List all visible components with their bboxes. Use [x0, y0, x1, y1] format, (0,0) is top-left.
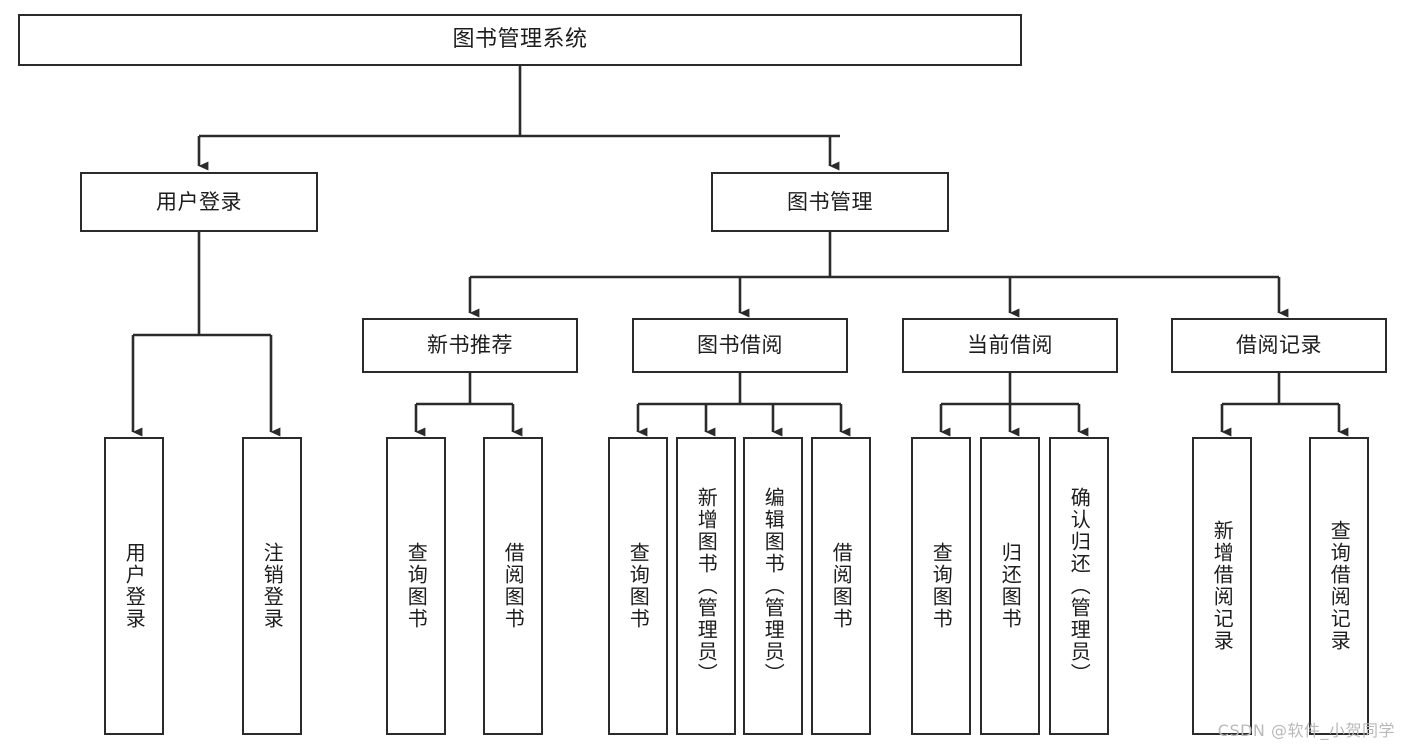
- leaf-query-book-new-recommend[interactable]: 查询图书: [386, 437, 446, 735]
- node-label: 图书借阅: [697, 333, 783, 358]
- node-label: 归还图书: [998, 542, 1023, 630]
- leaf-query-book-current[interactable]: 查询图书: [911, 437, 971, 735]
- node-label: 查询图书: [929, 542, 954, 630]
- node-borrow-record[interactable]: 借阅记录: [1171, 318, 1387, 373]
- node-label: 借阅图书: [501, 542, 526, 630]
- leaf-return-book[interactable]: 归还图书: [980, 437, 1040, 735]
- node-label: 查询借阅记录: [1327, 520, 1352, 652]
- node-label: 新增借阅记录: [1210, 520, 1235, 652]
- node-label: 查询图书: [404, 542, 429, 630]
- leaf-query-book-borrow[interactable]: 查询图书: [608, 437, 668, 735]
- leaf-user-logout[interactable]: 注销登录: [242, 437, 302, 735]
- leaf-add-borrow-record[interactable]: 新增借阅记录: [1192, 437, 1252, 735]
- node-label: 借阅图书: [829, 542, 854, 630]
- node-book-management[interactable]: 图书管理: [711, 172, 949, 232]
- leaf-user-login[interactable]: 用户登录: [104, 437, 164, 735]
- node-label: 借阅记录: [1236, 333, 1322, 358]
- node-book-borrow[interactable]: 图书借阅: [632, 318, 848, 373]
- node-label: 图书管理系统: [452, 27, 588, 53]
- node-label: 注销登录: [260, 542, 285, 630]
- node-label: 确认归还（管理员）: [1067, 487, 1092, 685]
- node-label: 用户登录: [122, 542, 147, 630]
- leaf-edit-book-admin[interactable]: 编辑图书（管理员）: [743, 437, 803, 735]
- watermark-text: CSDN @软件_小贺同学: [1217, 721, 1395, 740]
- node-root-book-management-system[interactable]: 图书管理系统: [18, 14, 1022, 66]
- leaf-borrow-book-new-recommend[interactable]: 借阅图书: [483, 437, 543, 735]
- leaf-confirm-return-admin[interactable]: 确认归还（管理员）: [1049, 437, 1109, 735]
- leaf-add-book-admin[interactable]: 新增图书（管理员）: [676, 437, 736, 735]
- node-label: 图书管理: [787, 189, 873, 214]
- node-label: 新增图书（管理员）: [694, 487, 719, 685]
- node-label: 新书推荐: [427, 333, 513, 358]
- node-current-borrow[interactable]: 当前借阅: [902, 318, 1118, 373]
- node-label: 编辑图书（管理员）: [761, 487, 786, 685]
- leaf-query-borrow-record[interactable]: 查询借阅记录: [1309, 437, 1369, 735]
- node-label: 查询图书: [626, 542, 651, 630]
- node-label: 当前借阅: [967, 333, 1053, 358]
- node-user-login[interactable]: 用户登录: [80, 172, 318, 232]
- leaf-borrow-book[interactable]: 借阅图书: [811, 437, 871, 735]
- node-label: 用户登录: [156, 189, 242, 214]
- node-new-book-recommend[interactable]: 新书推荐: [362, 318, 578, 373]
